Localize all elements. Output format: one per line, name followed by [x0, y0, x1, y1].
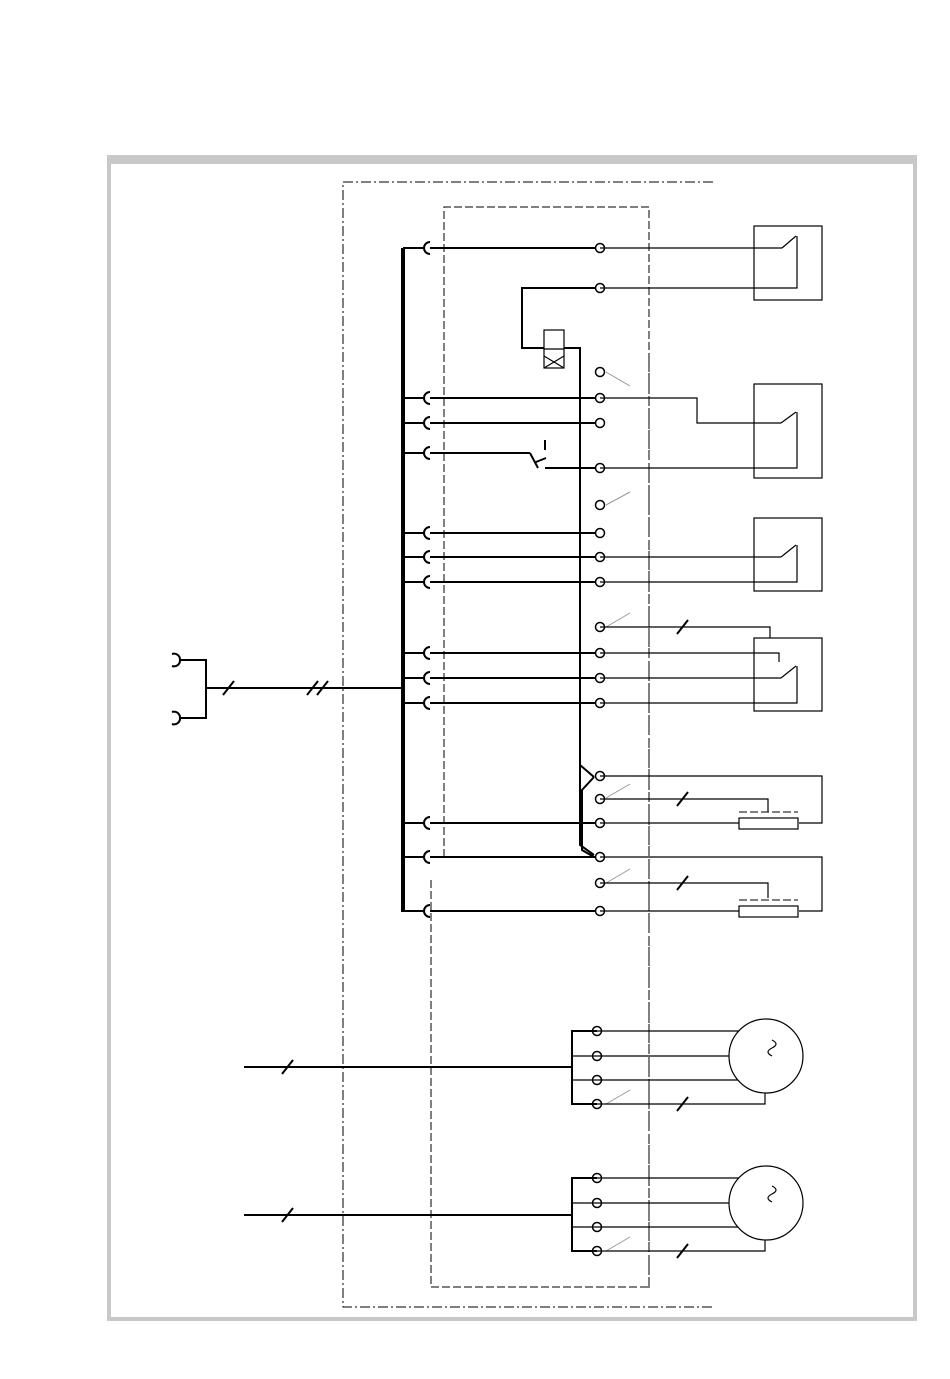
terminal-icon: [596, 419, 605, 428]
plug-connector-icon: [424, 672, 430, 684]
enclosure-outer-boundary: [343, 182, 713, 1307]
heater-feed: [582, 777, 594, 857]
plug-connector-icon: [424, 851, 430, 863]
plug-connector-icon: [424, 576, 430, 588]
mains-plug: [172, 654, 401, 725]
switch-1: [600, 226, 822, 300]
switch-2: [600, 384, 822, 478]
bridge-marks: [606, 372, 630, 1251]
terminal-icon: [596, 368, 605, 377]
plug-connector-icon: [424, 527, 430, 539]
plug-connector-icon: [424, 242, 430, 254]
door-switch-contact: [430, 440, 600, 468]
enclosure-inner-boundary: [431, 207, 649, 1287]
motor-1: [244, 1019, 803, 1111]
relay-coil: [522, 288, 600, 855]
switch-4: [600, 620, 822, 711]
plug-connector-icon: [424, 817, 430, 829]
plug-connector-icon: [424, 447, 430, 459]
motor-2: [244, 1166, 803, 1258]
plug-connector-icon: [424, 551, 430, 563]
connector-terminals: [424, 242, 430, 917]
heating-element-2: [600, 857, 822, 917]
switch-3: [600, 518, 822, 591]
plug-connector-icon: [424, 905, 430, 917]
plug-connector-icon: [424, 647, 430, 659]
plug-connector-icon: [424, 417, 430, 429]
terminal-icon: [596, 529, 605, 538]
motor-icon: [729, 1166, 803, 1240]
plug-connector-icon: [424, 697, 430, 709]
plug-connector-icon: [424, 392, 430, 404]
terminal-icon: [596, 501, 605, 510]
motor-icon: [729, 1019, 803, 1093]
heating-element-1: [600, 776, 822, 829]
